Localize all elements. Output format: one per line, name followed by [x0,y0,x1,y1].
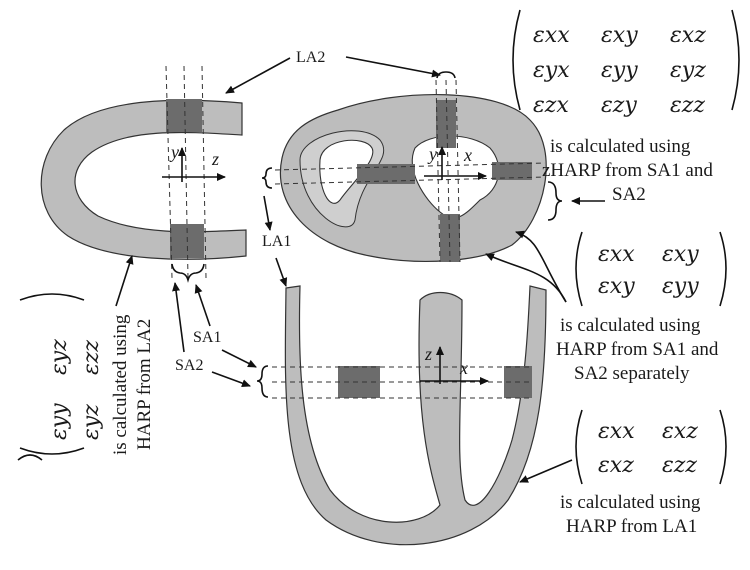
sax-band-left [357,164,415,184]
axis-label: z [211,149,219,169]
axis-label: x [463,145,472,165]
la2-slice [40,65,247,279]
matrix-caption: is calculated using [550,136,691,157]
la2-axes: y z [162,142,226,182]
matrix-cell: εxz [598,453,634,478]
matrix-caption: is calculated using [560,315,701,336]
matrix-caption: SA2 [612,184,646,205]
la1-myocardium [284,285,547,546]
matrix-caption: HARP from LA1 [566,516,697,537]
matrix-cell: εxy [662,242,699,267]
slice-labels: LA2 LA1 SA1 SA2 [172,49,441,387]
sax-lumen [411,135,500,219]
sax-band-bottom [440,214,460,262]
axis-label: y [427,144,437,164]
matrix-full3d: εxx εxy εxz εyx εyy εyz εzx εzy εzz is c… [512,9,740,221]
matrix-cell: εxy [598,274,635,299]
matrix-caption: zHARP from SA1 and [542,160,713,181]
matrix-caption: SA2 separately [574,363,690,384]
matrix-cell: εyz [670,58,706,83]
label-la1: LA1 [262,233,291,250]
matrix-cell: εzz [670,93,705,118]
la2-brackets [171,263,205,283]
matrix-cell: εxx [598,242,635,267]
matrix-inplane: εxx εxy εxy εyy is calculated using HARP… [485,230,727,384]
matrix-xz: εxx εxz εxz εzz is calculated using HARP… [519,409,727,537]
matrix-cell: εxx [533,23,570,48]
la1-slice [256,285,547,546]
matrix-cell: εxz [662,419,698,444]
matrix-cell: εyx [533,58,570,83]
matrix-cell: εyz [79,404,104,440]
axis-label: x [459,358,468,378]
axis-label: y [169,142,179,162]
la2-band-top [166,99,202,132]
label-sa1: SA1 [193,329,221,346]
sax-slice [274,71,547,263]
matrix-yz-parens [19,293,85,455]
matrix-cell: εyy [601,58,638,83]
matrix-cell: εxx [598,419,635,444]
sax-axes: y x [424,144,487,180]
matrix-cell: εyy [47,403,72,440]
matrix-cell: εyz [47,339,72,375]
matrix-cell: εxy [601,23,638,48]
matrix-cell: εyy [662,274,699,299]
matrix-cell: εzz [79,340,104,375]
yz-arrow [115,255,134,307]
matrix-caption: is calculated using [110,314,131,455]
matrix-caption: HARP from SA1 and [556,339,719,360]
matrix-cell: εxz [670,23,706,48]
matrix-caption: is calculated using [560,492,701,513]
matrix-cell: εzx [533,93,569,118]
matrix-yz: εyy εyz εyz εzz is calculated using HARP… [17,314,155,461]
sax-band-right [492,162,532,180]
matrix-cell: εzy [601,93,637,118]
la2-myocardium [40,99,247,260]
sax-left-brace [261,167,273,189]
la1-axes: z x [420,344,489,385]
label-la2: LA2 [296,49,325,66]
sax-band-top [436,100,456,148]
matrix-caption: HARP from LA2 [134,319,155,450]
axis-label: z [424,344,432,364]
matrix-cell: εzz [662,453,697,478]
label-sa2: SA2 [175,357,203,374]
